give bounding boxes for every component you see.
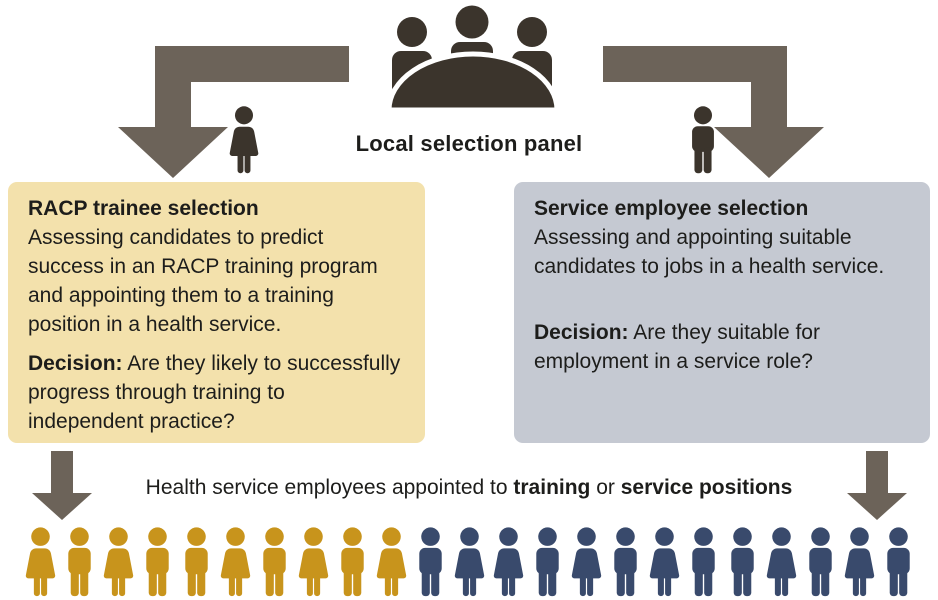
person-icon-female-gold — [21, 526, 60, 598]
person-icon-female-navy — [567, 526, 606, 598]
person-icon-female-gold — [99, 526, 138, 598]
person-icon-male-navy — [801, 526, 840, 598]
caption-part: or — [590, 476, 621, 499]
racp-decision-text: Are they likely to successfully progress… — [28, 351, 401, 433]
person-icon-female-navy — [645, 526, 684, 598]
person-icon-female-gold — [372, 526, 411, 598]
service-box-decision: Decision: Are they suitable for employme… — [534, 319, 910, 377]
service-box-title: Service employee selection — [534, 197, 809, 220]
racp-box-title: RACP trainee selection — [28, 197, 259, 220]
person-icon-male-gold — [177, 526, 216, 598]
person-icon-male-gold — [138, 526, 177, 598]
racp-decision-label: Decision: — [28, 351, 123, 375]
appointment-caption: Health service employees appointed to tr… — [0, 476, 938, 500]
racp-box-decision: Decision: Are they likely to successfull… — [28, 350, 405, 437]
arrow-left-elbow-icon — [115, 46, 350, 180]
meeting-panel-icon — [386, 4, 560, 114]
person-icon-female-navy — [450, 526, 489, 598]
racp-trainee-selection-box: RACP trainee selection Assessing candida… — [8, 182, 425, 443]
caption-part: service positions — [620, 476, 793, 499]
person-icon-male-navy — [723, 526, 762, 598]
trainee-candidate-icon — [225, 104, 263, 181]
service-employee-selection-box: Service employee selection Assessing and… — [514, 182, 930, 443]
arrow-down-left-icon — [32, 451, 92, 520]
person-icon-male-gold — [60, 526, 99, 598]
person-icon-female-gold — [294, 526, 333, 598]
person-icon-female-navy — [762, 526, 801, 598]
person-icon-female-navy — [489, 526, 528, 598]
panel-label: Local selection panel — [355, 131, 583, 156]
person-icon-male-navy — [879, 526, 918, 598]
person-icon-male-navy — [606, 526, 645, 598]
caption-part: training — [513, 476, 591, 499]
appointed-employees-row — [0, 526, 938, 598]
person-icon-male-navy — [411, 526, 450, 598]
service-candidate-icon — [684, 104, 722, 181]
arrow-right-elbow-icon — [603, 46, 825, 180]
racp-box-body: Assessing candidates to predict success … — [28, 225, 378, 336]
service-decision-text: Are they suitable for employment in a se… — [534, 320, 820, 373]
person-icon-male-gold — [333, 526, 372, 598]
person-icon-male-navy — [684, 526, 723, 598]
service-box-body: Assessing and appointing suitable candid… — [534, 225, 885, 278]
person-icon-female-navy — [840, 526, 879, 598]
arrow-down-right-icon — [847, 451, 907, 520]
person-icon-female-gold — [216, 526, 255, 598]
person-icon-male-gold — [255, 526, 294, 598]
caption-part: Health service employees appointed to — [145, 476, 514, 499]
person-icon-male-navy — [528, 526, 567, 598]
service-decision-label: Decision: — [534, 320, 629, 344]
